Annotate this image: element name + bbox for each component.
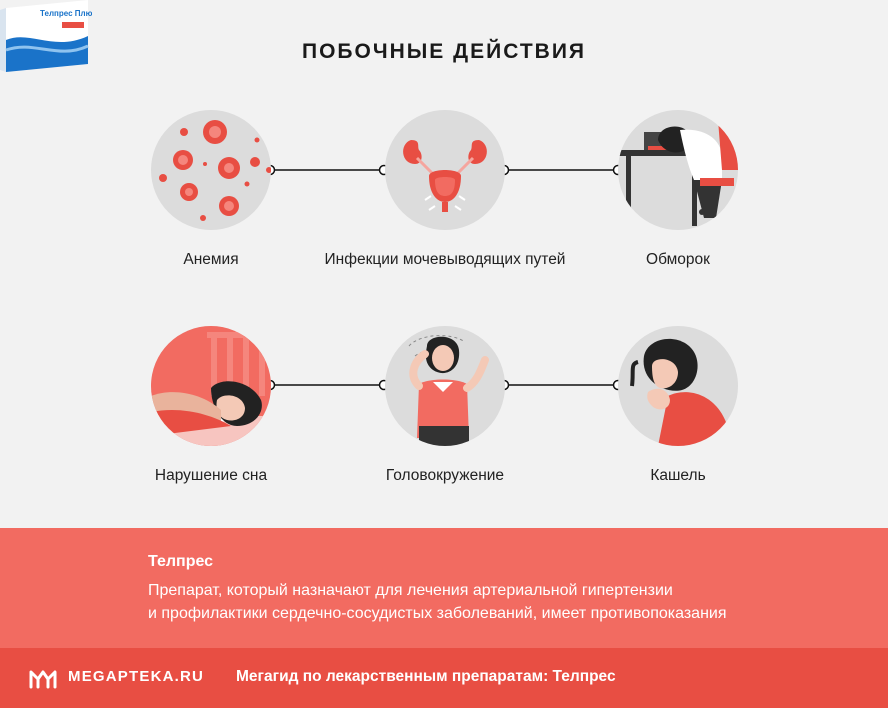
product-description-line1: Препарат, который назначают для лечения … [148,582,673,599]
blood-cells-icon [159,120,271,221]
megapteka-logo-icon[interactable] [28,666,58,690]
brand-name-link[interactable]: MEGAPTEKA.RU [68,668,205,685]
fainting-woman-icon [618,120,738,226]
footer-bar [0,648,888,708]
coughing-woman-icon [630,338,730,446]
product-name: Телпрес [148,553,214,570]
label-fainting: Обморок [646,251,710,268]
medicine-pack-image: Телпрес Плюс [0,0,97,72]
dizziness-illustration [385,326,505,446]
dizzy-woman-icon [408,335,489,446]
product-description: Препарат, который назначают для лечения … [148,579,868,625]
label-cough: Кашель [650,467,706,484]
label-dizziness: Головокружение [385,467,505,484]
pack-label: Телпрес Плюс [40,9,92,18]
fainting-illustration [618,110,738,230]
label-uti: Инфекции мочевыводящих путей [315,249,575,271]
label-uti-text: Инфекции мочевыводящих путей [324,251,566,268]
cough-illustration [618,326,738,446]
sleep-illustration [151,326,271,446]
uti-illustration [385,110,505,230]
anemia-illustration [151,110,271,230]
label-sleep: Нарушение сна [154,467,268,484]
sleeping-woman-icon [151,326,271,446]
label-anemia: Анемия [183,251,239,268]
product-banner [0,528,888,648]
page-title: ПОБОЧНЫЕ ДЕЙСТВИЯ [301,40,587,63]
kidneys-icon [403,140,487,212]
footer-tagline: Мегагид по лекарственным препаратам: Тел… [236,668,616,685]
product-description-line2: и профилактики сердечно-сосудистых забол… [148,605,727,622]
